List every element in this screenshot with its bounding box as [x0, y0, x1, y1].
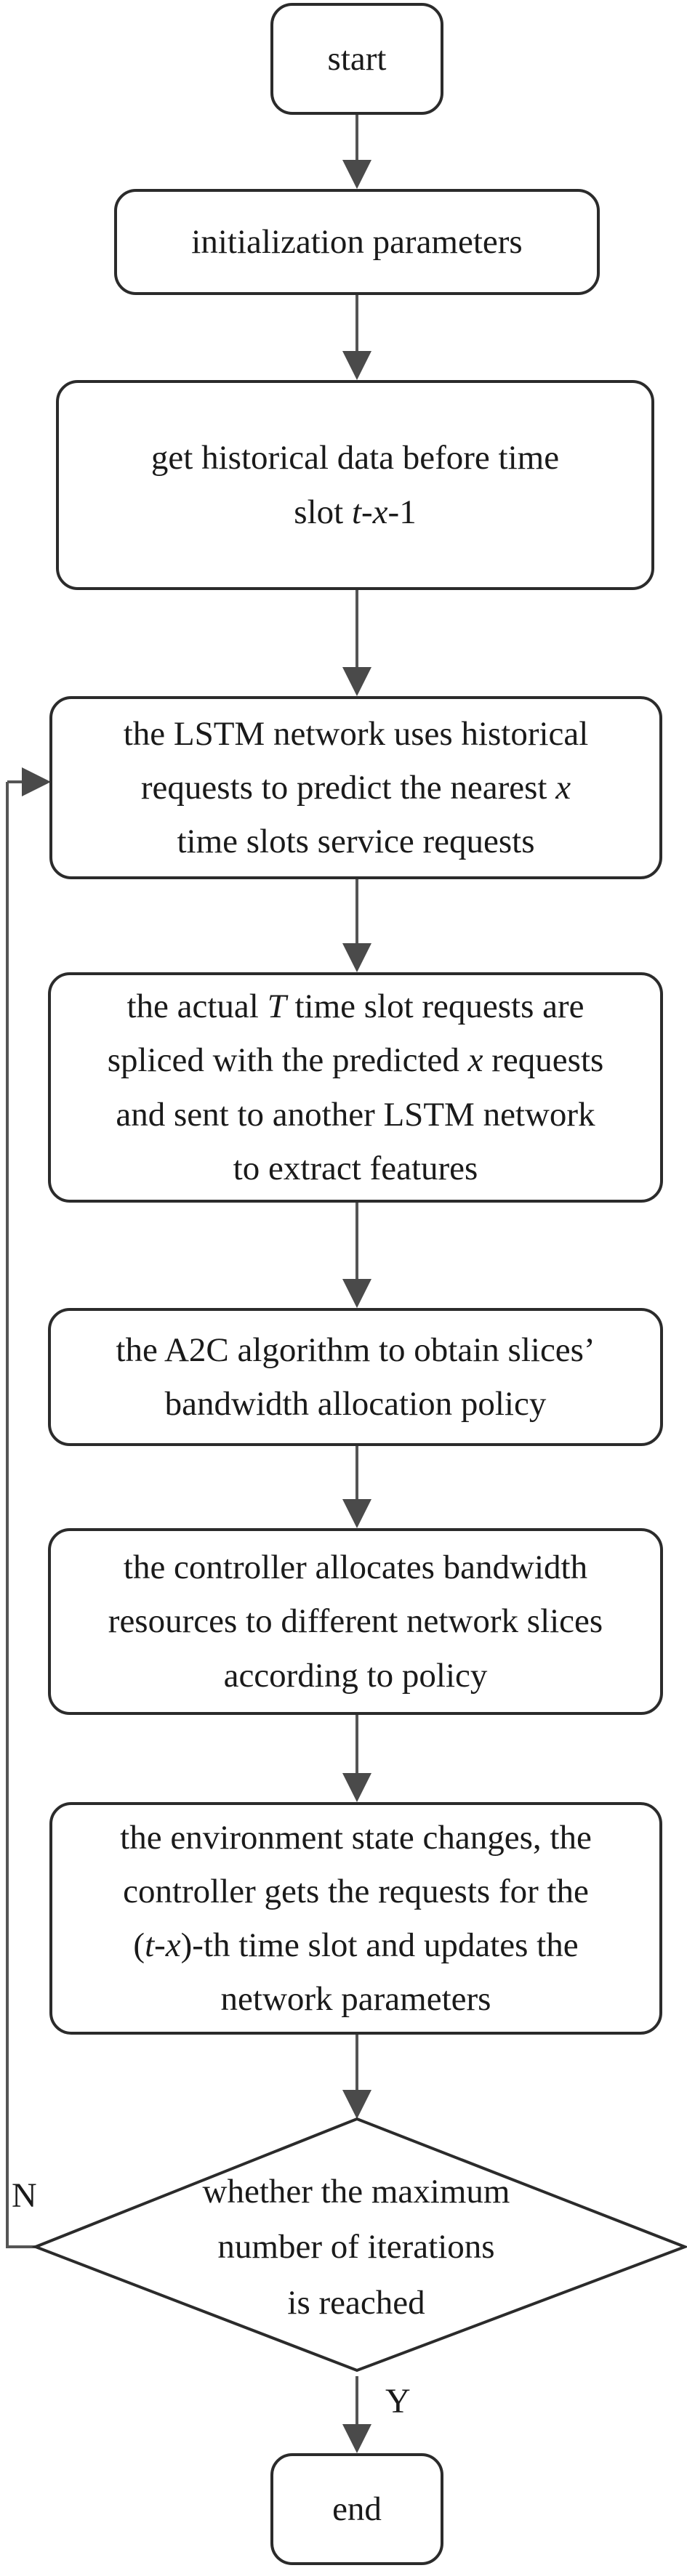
- historical-data-label: get historical data before time slot t-x…: [150, 439, 560, 531]
- update-parameters-node: the environment state changes, the contr…: [49, 1802, 662, 2035]
- loop-back-no-path: [6, 782, 36, 2248]
- start-label: start: [327, 39, 387, 78]
- allocate-bandwidth-node: the controller allocates bandwidth resou…: [48, 1528, 663, 1715]
- branch-label-yes: Y: [385, 2382, 411, 2420]
- start-node: start: [270, 3, 443, 115]
- lstm-predict-node: the LSTM network uses historical request…: [49, 696, 662, 879]
- splice-requests-node: the actual T time slot requests are spli…: [48, 972, 663, 1203]
- decision-label: whether the maximum number of iterations…: [202, 2173, 510, 2322]
- end-node: end: [270, 2453, 443, 2565]
- a2c-policy-label: the A2C algorithm to obtain slices’ band…: [116, 1331, 595, 1423]
- end-label: end: [332, 2490, 382, 2528]
- init-node: initialization parameters: [114, 189, 600, 295]
- historical-data-node: get historical data before time slot t-x…: [56, 380, 654, 590]
- update-parameters-label: the environment state changes, the contr…: [120, 1818, 592, 2019]
- lstm-predict-label: the LSTM network uses historical request…: [123, 714, 589, 861]
- branch-label-no: N: [12, 2176, 37, 2215]
- decision-diamond: [31, 2117, 687, 2373]
- splice-requests-label: the actual T time slot requests are spli…: [107, 988, 604, 1187]
- a2c-policy-node: the A2C algorithm to obtain slices’ band…: [48, 1308, 663, 1446]
- allocate-bandwidth-label: the controller allocates bandwidth resou…: [108, 1549, 603, 1695]
- init-label: initialization parameters: [191, 222, 523, 261]
